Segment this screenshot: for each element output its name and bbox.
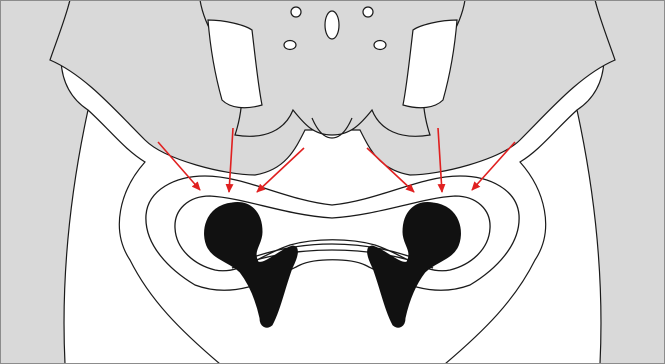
sacral-foramen — [291, 7, 301, 17]
sacral-foramen — [284, 41, 296, 50]
sacral-foramen — [374, 41, 386, 50]
sacral-foramen — [363, 7, 373, 17]
sacral-foramen — [325, 11, 339, 39]
